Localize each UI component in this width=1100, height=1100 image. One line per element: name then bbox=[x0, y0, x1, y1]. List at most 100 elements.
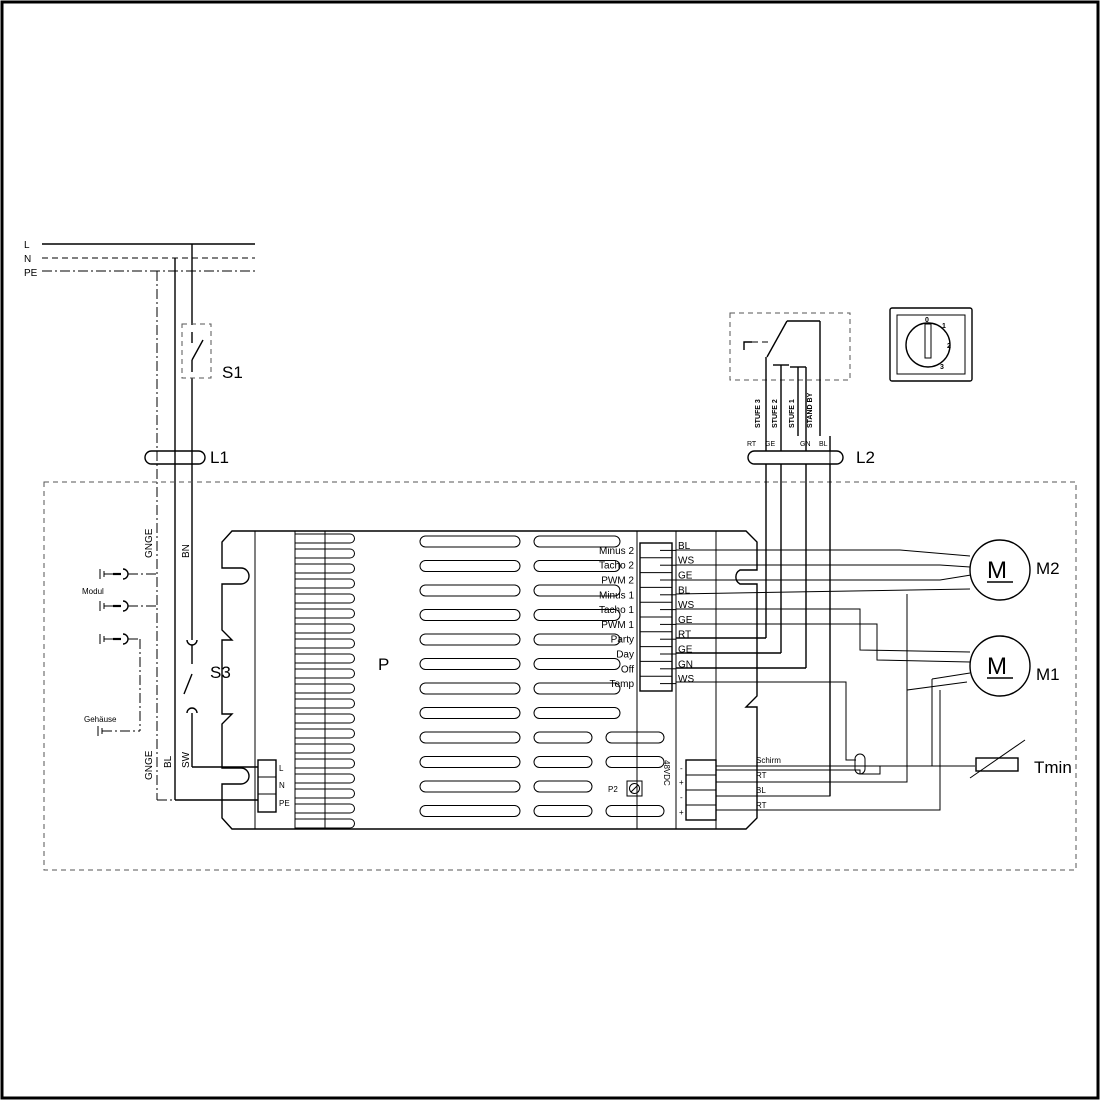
cooling-slot bbox=[419, 633, 521, 646]
cooling-slot bbox=[533, 707, 621, 719]
tmin-label: Tmin bbox=[1034, 758, 1072, 777]
cooling-slot bbox=[533, 633, 621, 646]
m2-symbol: M bbox=[987, 557, 1007, 584]
m1-label: M1 bbox=[1036, 665, 1060, 684]
switch-wire-ge: GE bbox=[765, 441, 775, 448]
dc-polarity-1: - bbox=[680, 764, 683, 773]
switch-s1: S1 bbox=[181, 323, 243, 382]
earth-connector-2 bbox=[99, 600, 157, 612]
rotary-selector: 0 1 2 3 bbox=[889, 307, 973, 382]
cooling-slot bbox=[419, 609, 521, 621]
cooling-slot bbox=[605, 731, 665, 744]
cooling-slot bbox=[533, 609, 621, 621]
stufe1-label: STUFE 1 bbox=[789, 399, 796, 428]
s3-label: S3 bbox=[210, 663, 231, 682]
control-wire-color: RT bbox=[678, 630, 691, 641]
cooling-fin bbox=[295, 638, 355, 649]
dc-wire-schirm: Schirm bbox=[756, 756, 781, 765]
cable-gland-l1: L1 bbox=[144, 448, 229, 467]
dc-terminal: 48VDC - + - + Schirm RT BL RT bbox=[662, 756, 781, 821]
cooling-slot bbox=[533, 535, 621, 548]
earth-connector-3 bbox=[99, 633, 141, 731]
dc-polarity-3: - bbox=[680, 793, 683, 802]
cooling-fin bbox=[295, 773, 355, 784]
cooling-fin bbox=[295, 668, 355, 679]
step-switch: STUFE 3 STUFE 2 STUFE 1 STAND BY RT GE G… bbox=[729, 312, 851, 448]
switch-wire-gn: GN bbox=[800, 441, 811, 448]
cooling-fins-left bbox=[295, 533, 355, 829]
switch-s3: S3 bbox=[183, 639, 258, 768]
cooling-fin bbox=[295, 548, 355, 559]
cooling-slot bbox=[533, 731, 593, 744]
gnge-bottom-label: GNGE bbox=[144, 750, 155, 780]
supply-pe-label: PE bbox=[24, 268, 38, 279]
cooling-fin bbox=[295, 758, 355, 769]
dc-polarity-4: + bbox=[679, 808, 684, 817]
cooling-fin bbox=[295, 728, 355, 739]
cooling-slot bbox=[419, 731, 521, 744]
control-terminal-label: Party bbox=[611, 635, 634, 646]
switch-wire-bl: BL bbox=[819, 441, 828, 448]
control-terminal-label: PWM 2 bbox=[601, 576, 634, 587]
cooling-fin bbox=[295, 608, 355, 619]
control-wire-color: GE bbox=[678, 571, 693, 582]
potentiometer-p2: P2 bbox=[608, 780, 643, 797]
cooling-slot bbox=[419, 756, 521, 768]
earth-connector-1 bbox=[99, 568, 157, 580]
cooling-slot bbox=[533, 658, 621, 670]
cooling-fin bbox=[295, 533, 355, 544]
left-wire-labels: GNGE BN GNGE BL SW bbox=[144, 528, 192, 780]
cooling-slot bbox=[605, 756, 665, 768]
control-terminal-label: Tacho 1 bbox=[599, 605, 634, 616]
controller-board bbox=[221, 530, 758, 830]
control-wire-color: GE bbox=[678, 645, 693, 656]
dc-wire-bl: BL bbox=[756, 786, 766, 795]
supply-l-label: L bbox=[24, 240, 30, 251]
cooling-fin bbox=[295, 803, 355, 814]
control-wire-color: BL bbox=[678, 541, 691, 552]
motor-m1: M M1 bbox=[969, 635, 1060, 697]
control-wire-color: WS bbox=[678, 674, 694, 685]
cooling-slot bbox=[419, 658, 521, 670]
p2-label: P2 bbox=[608, 785, 618, 794]
cooling-fin bbox=[295, 623, 355, 634]
motor-wires bbox=[675, 436, 972, 811]
cooling-slot bbox=[419, 584, 521, 597]
supply-lines: L N PE bbox=[24, 240, 255, 279]
mains-terminal-pe: PE bbox=[279, 799, 290, 808]
cooling-fin bbox=[295, 653, 355, 664]
mains-terminal-n: N bbox=[279, 781, 285, 790]
cooling-slot bbox=[533, 756, 593, 768]
cooling-slot bbox=[419, 707, 521, 719]
cooling-slot bbox=[533, 560, 621, 572]
control-wire-color: BL bbox=[678, 585, 691, 596]
switch-wire-rt: RT bbox=[747, 441, 757, 448]
supply-n-label: N bbox=[24, 254, 31, 265]
cooling-fin bbox=[295, 713, 355, 724]
control-wire-color: GE bbox=[678, 615, 693, 626]
bn-label: BN bbox=[181, 544, 192, 558]
dc-wire-rt-2: RT bbox=[756, 801, 767, 810]
control-wire-color: WS bbox=[678, 556, 694, 567]
s1-label: S1 bbox=[222, 363, 243, 382]
control-terminal-label: Minus 2 bbox=[599, 546, 634, 557]
cooling-fin bbox=[295, 593, 355, 604]
control-terminal-label: Temp bbox=[610, 679, 635, 690]
cooling-fin bbox=[295, 683, 355, 694]
control-terminal-label: Minus 1 bbox=[599, 590, 634, 601]
rotary-pos-1: 1 bbox=[942, 323, 946, 330]
m2-label: M2 bbox=[1036, 559, 1060, 578]
cooling-slot bbox=[419, 535, 521, 548]
cooling-fin bbox=[295, 563, 355, 574]
cooling-slot bbox=[533, 780, 593, 793]
cooling-slot bbox=[419, 805, 521, 817]
m1-symbol: M bbox=[987, 653, 1007, 680]
cooling-slot bbox=[533, 584, 621, 597]
control-wire-color: GN bbox=[678, 659, 693, 670]
housing-outline bbox=[43, 481, 1077, 871]
dc-terminal-label: 48VDC bbox=[662, 760, 671, 786]
rotary-pos-0: 0 bbox=[925, 317, 929, 324]
cooling-slots bbox=[419, 535, 665, 817]
